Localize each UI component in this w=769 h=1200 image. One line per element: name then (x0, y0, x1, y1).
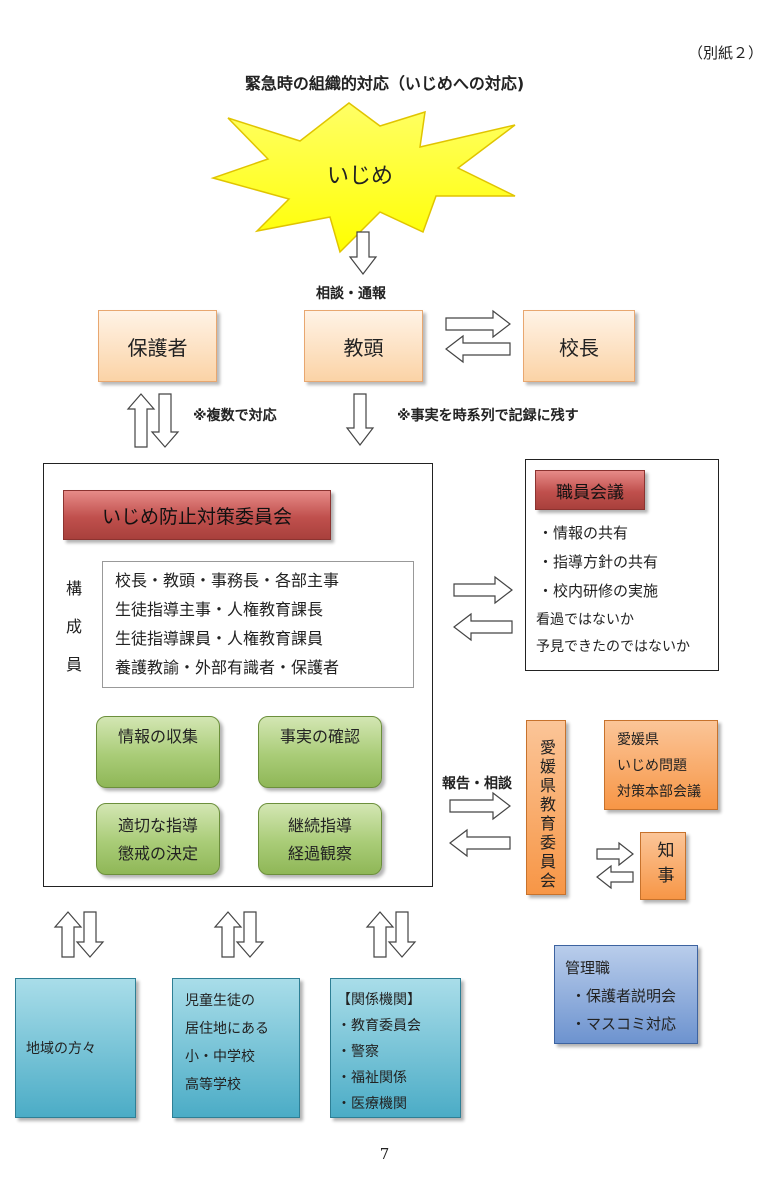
committee-title: いじめ防止対策委員会 (101, 505, 292, 528)
management-item: ・保護者説明会 (571, 987, 677, 1005)
member-line: 養護教諭・外部有識者・保護者 (115, 658, 340, 677)
local-schools-box: 児童生徒の 居住地にある 小・中学校 高等学校 (172, 978, 300, 1118)
guardian-box: 保護者 (98, 310, 217, 382)
local-community-label: 地域の方々 (26, 1041, 96, 1057)
member-line: 生徒指導課員・人権教育課員 (115, 629, 324, 648)
hq-line: いじめ問題 (617, 758, 687, 774)
down-arrow-agencies (387, 911, 417, 958)
task-continued-guidance: 継続指導 経過観察 (258, 803, 382, 875)
prefecture-hq-box: 愛媛県 いじめ問題 対策本部会議 (604, 720, 718, 810)
members-label: 構 成 員 (63, 570, 85, 684)
members-list: 校長・教頭・事務長・各部主事 生徒指導主事・人権教育課長 生徒指導課員・人権教育… (102, 561, 414, 688)
staff-meeting-item: ・校内研修の実施 (538, 582, 659, 600)
member-line: 生徒指導主事・人権教育課長 (115, 600, 324, 619)
left-arrow-staff-committee (453, 612, 513, 642)
left-arrow-board-committee (449, 828, 511, 858)
up-arrow-agencies (365, 911, 395, 958)
hq-line: 愛媛県 (617, 732, 659, 748)
agency-item: ・警察 (337, 1044, 379, 1060)
agency-item: ・医療機関 (337, 1096, 407, 1112)
management-title: 管理職 (565, 959, 611, 977)
staff-meeting-title: 職員会議 (556, 482, 624, 503)
committee-title-box: いじめ防止対策委員会 (63, 490, 331, 540)
up-arrow-guardian (126, 393, 156, 448)
schools-line: 高等学校 (185, 1077, 241, 1093)
staff-meeting-item: 予見できたのではないか (536, 639, 690, 655)
task-guidance-decision: 適切な指導 懲戒の決定 (96, 803, 220, 875)
task-line: 懲戒の決定 (117, 844, 198, 863)
task-line: 事実の確認 (279, 727, 360, 746)
principal-label: 校長 (559, 335, 599, 360)
right-arrow-committee-staff (453, 575, 513, 605)
agencies-title: 【関係機関】 (337, 992, 421, 1008)
members-label-char: 構 (65, 579, 82, 598)
governor-box: 知事 (640, 832, 686, 900)
guardian-label: 保護者 (127, 335, 188, 360)
agency-item: ・福祉関係 (337, 1070, 407, 1086)
down-arrow-vp (345, 393, 375, 446)
up-arrow-local (53, 911, 83, 958)
right-arrow-board-governor (596, 841, 634, 867)
staff-meeting-item: ・情報の共有 (538, 524, 629, 542)
left-arrow-principal-vp (445, 334, 511, 364)
vice-principal-box: 教頭 (304, 310, 423, 382)
up-arrow-schools (213, 911, 243, 958)
staff-meeting-item: 看過ではないか (536, 612, 634, 628)
task-info-collection: 情報の収集 (96, 716, 220, 788)
down-arrow-local (75, 911, 105, 958)
schools-line: 児童生徒の (185, 993, 255, 1009)
members-label-char: 員 (65, 655, 82, 674)
record-note: ※事実を時系列で記録に残す (397, 408, 579, 424)
staff-meeting-box: 職員会議 ・情報の共有 ・指導方針の共有 ・校内研修の実施 看過ではないか 予見… (525, 459, 719, 671)
incident-burst-shape (210, 102, 516, 254)
staff-meeting-item: ・指導方針の共有 (538, 553, 659, 571)
staff-meeting-title-box: 職員会議 (535, 470, 645, 510)
attachment-label: （別紙２） (688, 44, 764, 62)
management-box: 管理職 ・保護者説明会 ・マスコミ対応 (554, 945, 698, 1044)
page-title: 緊急時の組織的対応（いじめへの対応) (244, 74, 525, 93)
task-line: 経過観察 (287, 844, 352, 863)
right-arrow-committee-board (449, 791, 511, 821)
agency-item: ・教育委員会 (337, 1018, 421, 1034)
page-number: 7 (379, 1145, 390, 1163)
consult-report-label: 相談・通報 (316, 286, 386, 302)
principal-box: 校長 (523, 310, 635, 382)
down-arrow-burst (348, 231, 378, 275)
related-agencies-box: 【関係機関】 ・教育委員会 ・警察 ・福祉関係 ・医療機関 (330, 978, 461, 1118)
down-arrow-schools (235, 911, 265, 958)
left-arrow-governor-board (596, 864, 634, 890)
schools-line: 居住地にある (185, 1021, 269, 1037)
report-consult-label: 報告・相談 (442, 776, 512, 792)
local-community-box: 地域の方々 (15, 978, 136, 1118)
task-line: 適切な指導 (117, 816, 198, 835)
member-line: 校長・教頭・事務長・各部主事 (115, 571, 340, 590)
task-fact-check: 事実の確認 (258, 716, 382, 788)
schools-line: 小・中学校 (185, 1049, 255, 1065)
members-label-char: 成 (65, 617, 82, 636)
down-arrow-guardian (150, 393, 180, 448)
task-line: 継続指導 (287, 816, 352, 835)
multiple-response-note: ※複数で対応 (193, 408, 277, 424)
vice-principal-label: 教頭 (343, 335, 384, 360)
right-arrow-vp-principal (445, 309, 511, 339)
incident-label: いじめ (326, 164, 393, 189)
board-of-education-label: 愛媛県教育委員会 (537, 739, 556, 891)
governor-label: 知事 (653, 841, 674, 891)
board-of-education-box: 愛媛県教育委員会 (526, 720, 566, 895)
task-line: 情報の収集 (117, 727, 198, 746)
management-item: ・マスコミ対応 (571, 1015, 677, 1033)
hq-line: 対策本部会議 (617, 784, 701, 800)
